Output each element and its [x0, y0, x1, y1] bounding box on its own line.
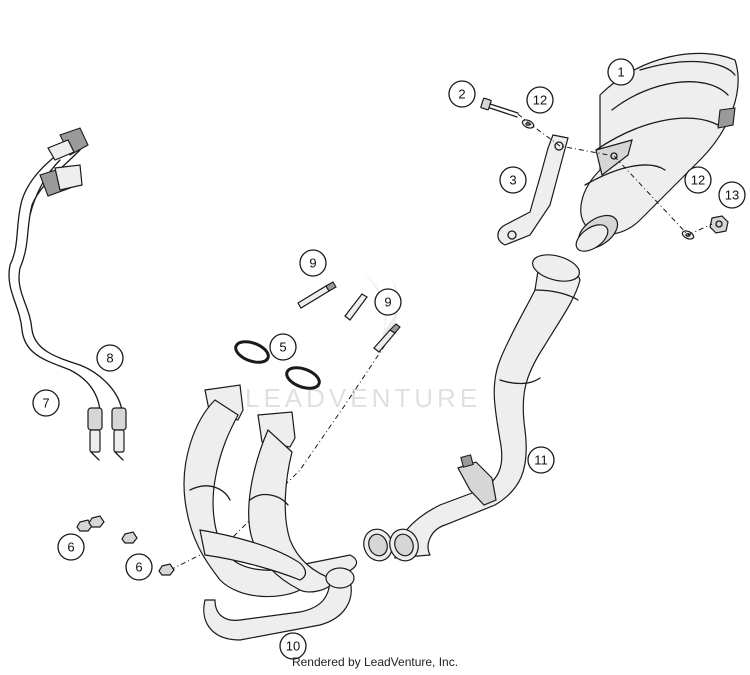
callout-12-upper: 12	[526, 86, 554, 114]
svg-text:2: 2	[458, 87, 465, 102]
callout-13: 13	[718, 181, 746, 209]
callout-2: 2	[448, 80, 476, 108]
header-pipes	[183, 384, 358, 641]
callout-9-upper: 9	[299, 249, 327, 277]
svg-text:1: 1	[617, 65, 624, 80]
muffler	[575, 52, 739, 252]
callout-1: 1	[607, 58, 635, 86]
stud-1	[297, 281, 337, 309]
svg-text:7: 7	[42, 396, 49, 411]
callout-5: 5	[269, 333, 297, 361]
svg-text:6: 6	[135, 560, 142, 575]
svg-text:13: 13	[725, 188, 739, 203]
callout-12-lower: 12	[684, 166, 712, 194]
lambda-sensor-harness	[8, 127, 127, 461]
callout-6-right: 6	[125, 553, 153, 581]
stud-3	[373, 323, 401, 353]
svg-text:5: 5	[279, 340, 286, 355]
svg-text:9: 9	[309, 256, 316, 271]
bolt	[480, 97, 519, 118]
mid-pipe	[363, 254, 581, 562]
callout-9-lower: 9	[374, 288, 402, 316]
stud-2	[344, 293, 368, 321]
callout-10: 10	[279, 632, 307, 660]
footer-credit: Rendered by LeadVenture, Inc.	[291, 655, 459, 669]
callout-8: 8	[96, 344, 124, 372]
svg-text:10: 10	[286, 639, 300, 654]
watermark-text: LEADVENTURE	[245, 383, 481, 413]
gasket-1	[234, 340, 270, 364]
svg-text:8: 8	[106, 351, 113, 366]
svg-text:12: 12	[691, 173, 705, 188]
nut-set	[76, 515, 175, 576]
svg-text:12: 12	[533, 93, 547, 108]
gasket-2	[285, 366, 321, 390]
callout-11: 11	[527, 446, 555, 474]
washer-lower	[681, 230, 695, 240]
svg-text:11: 11	[534, 453, 548, 468]
callout-3: 3	[499, 166, 527, 194]
watermark: LEADVENTURE	[245, 270, 481, 413]
callout-7: 7	[32, 389, 60, 417]
callout-6-left: 6	[57, 533, 85, 561]
svg-text:9: 9	[384, 295, 391, 310]
washer-upper	[521, 119, 535, 129]
muffler-bracket	[497, 134, 569, 246]
svg-text:6: 6	[67, 540, 74, 555]
nut	[709, 215, 729, 234]
svg-text:3: 3	[509, 173, 516, 188]
